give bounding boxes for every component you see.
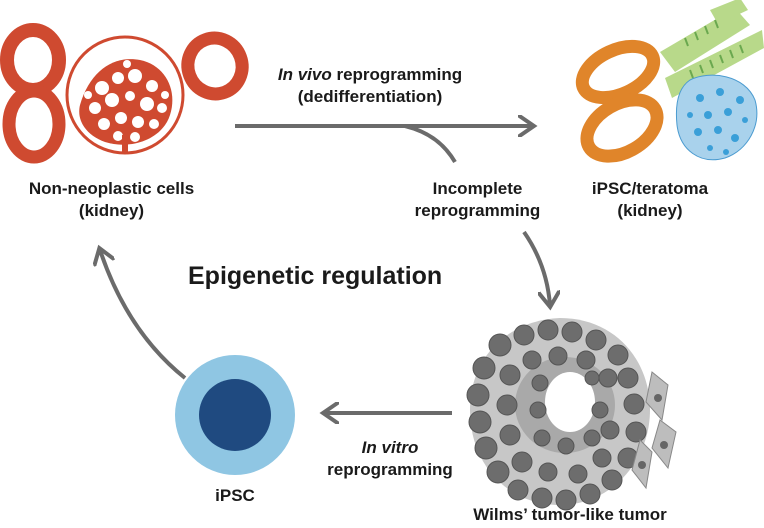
ipsc-teratoma-label: iPSC/teratoma (kidney) <box>591 179 709 220</box>
kidney-cells-label: Non-neoplastic cells (kidney) <box>28 179 195 220</box>
spindle-cells <box>631 371 677 490</box>
tumor-lumen <box>545 372 595 432</box>
in-vitro-label: In vitro reprogramming <box>327 438 453 479</box>
glomerulus <box>65 35 185 155</box>
kidney-cells-illustration <box>0 23 249 164</box>
in-vivo-rest: reprogramming <box>331 65 463 84</box>
ipsc-cell-illustration <box>175 355 295 475</box>
arrows <box>100 126 550 413</box>
wilms-tumor-label: Wilms’ tumor-like tumor <box>473 505 667 524</box>
kidney-tubule-1 <box>0 23 66 97</box>
incomplete-branch <box>404 124 457 164</box>
in-vivo-italic: In vivo <box>277 65 332 84</box>
incomplete-reprogramming-label: Incomplete reprogramming <box>414 179 541 220</box>
in-vivo-label: In vivo reprogramming (dedifferentiation… <box>277 65 463 106</box>
incomplete-to-wilms-arrow <box>522 230 550 305</box>
kidney-tubule-2 <box>2 84 66 164</box>
in-vitro-italic: In vitro <box>361 438 419 457</box>
teratoma-illustration <box>575 0 764 163</box>
wilms-tumor-illustration <box>466 318 677 511</box>
ipsc-to-kidney-arrow <box>100 250 187 380</box>
teratoma-tubule-2 <box>580 93 664 163</box>
epithelium-blob <box>675 74 758 161</box>
teratoma-tubule-1 <box>575 39 661 105</box>
ipsc-nucleus <box>199 379 271 451</box>
epigenetic-regulation-title: Epigenetic regulation <box>188 262 443 290</box>
ipsc-label: iPSC <box>215 486 255 505</box>
kidney-tubule-3 <box>181 31 249 101</box>
